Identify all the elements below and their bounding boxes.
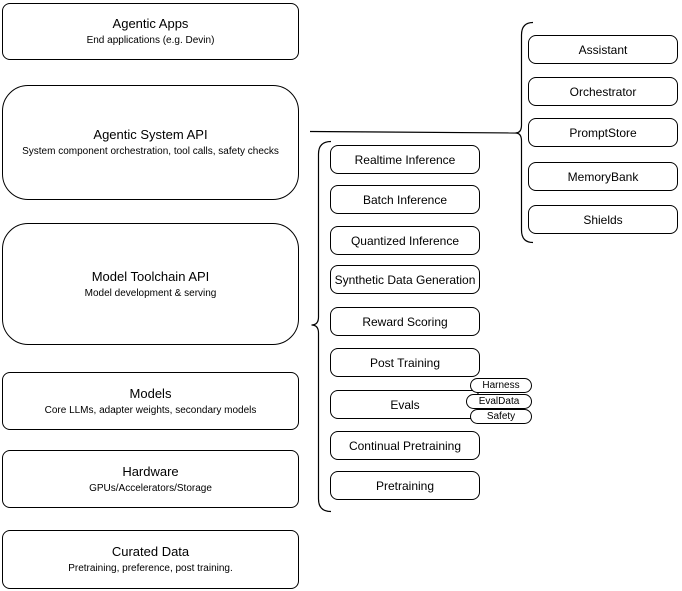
node-subtitle: Core LLMs, adapter weights, secondary mo… (44, 404, 257, 416)
toolchain-brace (311, 140, 332, 513)
node-agentic-apps: Agentic Apps End applications (e.g. Devi… (2, 3, 299, 60)
node-synthetic-data-generation: Synthetic Data Generation (330, 265, 480, 294)
node-memorybank: MemoryBank (528, 162, 678, 191)
node-continual-pretraining: Continual Pretraining (330, 431, 480, 460)
node-subtitle: End applications (e.g. Devin) (86, 35, 215, 46)
node-agentic-system-api: Agentic System API System component orch… (2, 85, 299, 200)
node-realtime-inference: Realtime Inference (330, 145, 480, 174)
node-subtitle: Model development & serving (84, 287, 217, 299)
node-promptstore: PromptStore (528, 118, 678, 147)
tag-safety: Safety (470, 409, 532, 424)
node-orchestrator: Orchestrator (528, 77, 678, 106)
node-shields: Shields (528, 205, 678, 234)
node-title: Model Toolchain API (91, 268, 210, 284)
node-title: Agentic System API (93, 127, 208, 142)
node-evals: Evals (330, 390, 480, 419)
tag-evaldata: EvalData (466, 394, 532, 409)
node-title: Hardware (122, 463, 179, 479)
node-assistant: Assistant (528, 35, 678, 64)
node-subtitle: System component orchestration, tool cal… (22, 146, 279, 157)
node-model-toolchain-api: Model Toolchain API Model development & … (2, 223, 299, 345)
node-subtitle: Pretraining, preference, post training. (68, 563, 233, 574)
node-reward-scoring: Reward Scoring (330, 307, 480, 336)
node-title: Models (129, 385, 172, 401)
node-models: Models Core LLMs, adapter weights, secon… (2, 372, 299, 430)
node-subtitle: GPUs/Accelerators/Storage (89, 482, 212, 494)
node-quantized-inference: Quantized Inference (330, 226, 480, 255)
node-title: Curated Data (111, 544, 190, 559)
node-post-training: Post Training (330, 348, 480, 377)
tag-harness: Harness (470, 378, 532, 393)
node-batch-inference: Batch Inference (330, 185, 480, 214)
node-pretraining: Pretraining (330, 471, 480, 500)
node-curated-data: Curated Data Pretraining, preference, po… (2, 530, 299, 589)
connector-line (309, 130, 516, 134)
node-title: Agentic Apps (112, 16, 189, 31)
node-hardware: Hardware GPUs/Accelerators/Storage (2, 450, 299, 508)
